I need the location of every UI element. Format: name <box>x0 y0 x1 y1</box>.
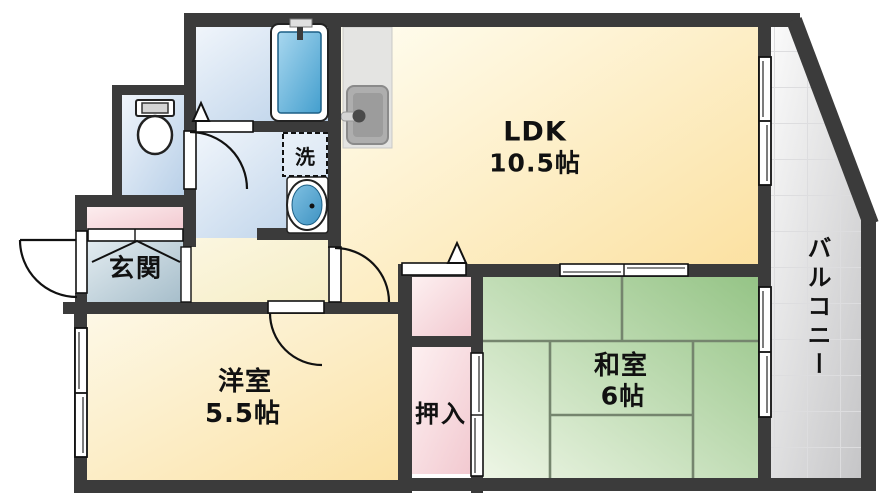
wall-youshitsu-right <box>398 264 412 493</box>
washitsu-floor <box>483 277 758 478</box>
tatami-lines <box>483 277 758 478</box>
wall-genkan-left-upper <box>75 195 87 231</box>
wall-bottom-east <box>398 478 876 491</box>
bathroom-door <box>191 100 254 133</box>
wall-oshiire-right-lower <box>471 474 483 493</box>
kitchen-counter <box>340 26 393 149</box>
bath-faucet-stem <box>297 27 303 40</box>
toilet-icon <box>135 99 175 156</box>
bathroom-entry-marker <box>191 100 211 122</box>
closet-top-floor <box>412 277 471 336</box>
wall-youshitsu-bottom <box>74 480 412 493</box>
ldk-washitsu-slider <box>559 263 689 277</box>
youshitsu-door-arc <box>268 312 323 367</box>
washitsu-room-label: 和室 <box>593 351 649 381</box>
youshitsu-door <box>267 300 325 367</box>
laundry-label: 洗 <box>295 145 315 169</box>
kitchen-faucet-knob <box>352 109 366 123</box>
youshitsu-floor <box>87 314 398 480</box>
youshitsu-room-label: 洋室 <box>217 367 273 397</box>
toilet-door-arc <box>189 130 249 190</box>
ldk-room-label: LDK <box>503 116 567 148</box>
oshiire-slider <box>470 352 484 477</box>
washing-machine-area <box>282 132 328 177</box>
wall-oshiire-divider <box>398 336 483 347</box>
front-door-arc <box>18 239 78 299</box>
toilet-door <box>183 130 249 190</box>
hall-ldk-door-arc <box>334 246 391 303</box>
wall-oshiire-right-upper <box>471 264 483 354</box>
shoe-closet-door <box>87 228 184 263</box>
balcony-tile-grid <box>771 27 869 478</box>
genkan-label: 玄関 <box>108 253 164 283</box>
wall-center <box>328 13 341 248</box>
hall-ldk-door <box>328 246 391 303</box>
wall-balcony-right <box>861 214 876 491</box>
kitchen-sink-basin <box>353 93 383 137</box>
wall-hall-bottom <box>63 302 412 314</box>
shoe-closet-fold-line <box>91 239 181 263</box>
front-door <box>18 230 88 299</box>
genkan-step <box>180 246 192 303</box>
youshitsu-window <box>74 327 88 458</box>
ldk-balcony-window <box>758 56 772 186</box>
youshitsu-room-size: 5.5帖 <box>204 399 282 429</box>
wall-bath-bottom <box>252 121 340 132</box>
washitsu-entry-marker <box>446 240 468 264</box>
wall-toilet-top <box>112 85 196 95</box>
oshiire-floor <box>412 347 471 474</box>
wall-toilet-bottom <box>75 195 196 207</box>
wall-bath-left <box>184 13 196 132</box>
wall-genkan-right <box>183 195 196 247</box>
windows <box>74 56 772 458</box>
balcony-label: バルコニー <box>803 235 831 381</box>
oshiire-label: 押入 <box>415 400 467 428</box>
ldk-room-size: 10.5帖 <box>489 148 581 178</box>
doors <box>18 100 689 477</box>
bathtub-icon <box>270 18 329 122</box>
washitsu-room-size: 6帖 <box>600 381 646 411</box>
wall-balcony-diagonal <box>786 17 879 227</box>
washbasin-icon <box>286 176 329 234</box>
ldk-floor <box>341 27 758 302</box>
washitsu-balcony-window <box>758 286 772 418</box>
washitsu-entry-door <box>401 240 468 276</box>
bath-faucet-icon <box>289 18 313 28</box>
hallway-floor <box>190 238 328 302</box>
wall-toilet-left <box>112 85 122 207</box>
shoe-closet-floor <box>87 203 183 231</box>
